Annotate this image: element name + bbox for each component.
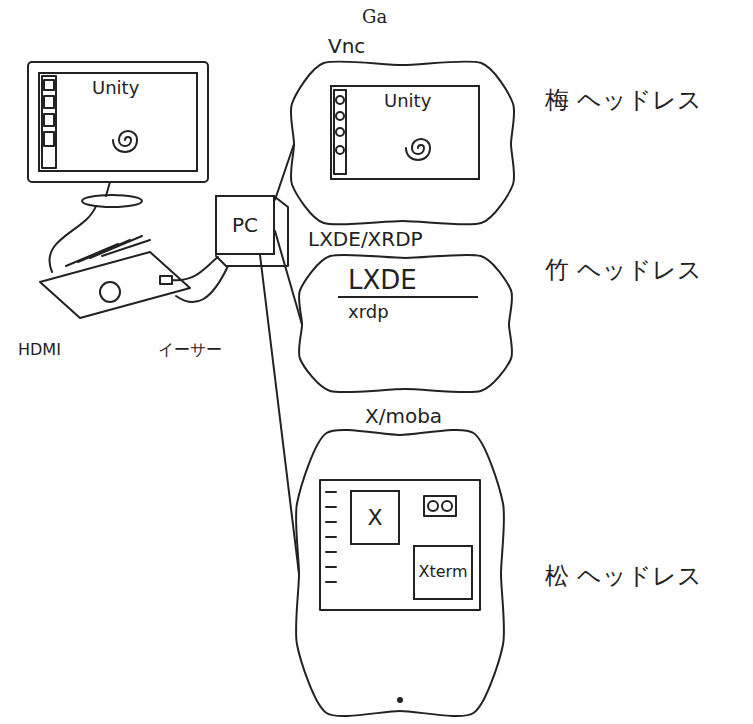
bubble-heading: X/moba (365, 405, 442, 428)
home-button (398, 698, 402, 702)
launcher-icon (44, 132, 54, 146)
launcher-icon (336, 146, 344, 154)
spiral-logo (113, 131, 137, 152)
connector (275, 231, 302, 325)
bubble-heading: Vnc (328, 35, 365, 58)
box-label: PC (232, 214, 258, 237)
plan-label: 竹 ヘッドレス (545, 254, 702, 286)
bubble-outline (298, 228, 513, 393)
title: Ga (362, 6, 387, 27)
desktop-box: LXDE xrdp (338, 266, 478, 351)
ether-cable (172, 257, 218, 280)
bubble-outline (290, 35, 515, 225)
launcher-icon (44, 96, 54, 108)
pc-side (216, 197, 288, 266)
ether-port (160, 276, 172, 284)
launcher-icon (44, 114, 54, 126)
bubble-heading: LXDE/XRDP (308, 228, 423, 251)
ether-cable (176, 266, 228, 302)
box-label: Unity (92, 78, 139, 99)
bubble-outline (299, 255, 512, 392)
plan-label: 松 ヘッドレス (545, 560, 702, 592)
box-label: X (367, 505, 382, 530)
monitor-screen: Unity (38, 72, 198, 172)
bubble-outline (291, 61, 514, 224)
launcher-bar (334, 90, 346, 174)
launcher-bar (42, 76, 56, 168)
plan-label: 梅 ヘッドレス (545, 84, 702, 116)
monitor-bezel (28, 62, 208, 182)
spiral-logo (406, 139, 430, 160)
box-label: Unity (384, 91, 431, 112)
port-label: イーサー (158, 340, 222, 361)
pc-box: PC (215, 195, 275, 255)
board-fan (100, 282, 120, 302)
window-box: X (350, 490, 400, 545)
bubble-outline (295, 405, 505, 715)
box-label: LXDE (338, 266, 478, 298)
launcher-icon (44, 80, 54, 90)
connector (260, 255, 299, 574)
launcher-icon (336, 128, 344, 136)
desktop-screen (320, 480, 480, 610)
protocol-name: xrdp (338, 302, 478, 323)
desktop-icon (428, 501, 438, 511)
port-label: HDMI (18, 340, 61, 359)
bubble: VncUnity (290, 35, 515, 225)
box-label: Xterm (419, 563, 468, 581)
bubble-outline (296, 430, 504, 716)
launcher-icon (336, 96, 344, 104)
bubble: LXDE/XRDP LXDE xrdp (298, 228, 513, 393)
desktop-icon (442, 501, 452, 511)
monitor-base (82, 195, 142, 207)
window-box: Xterm (413, 545, 473, 600)
launcher-bar (326, 492, 336, 582)
launcher-icon (336, 112, 344, 120)
board-fins (66, 236, 150, 266)
screen: Unity (330, 85, 480, 180)
board (40, 252, 190, 318)
desktop-icon (424, 496, 456, 516)
bubble: X/mobaX Xterm (295, 405, 505, 715)
monitor-stand (106, 182, 110, 196)
